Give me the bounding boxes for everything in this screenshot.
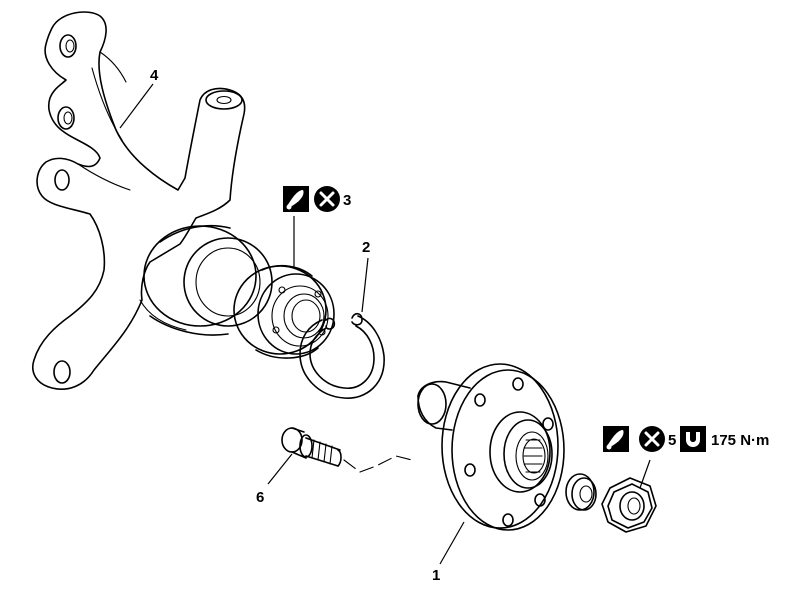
wheel-bearing xyxy=(233,264,335,359)
nut-spec-number: 5 xyxy=(668,432,676,449)
grease-icon xyxy=(283,186,309,212)
leader-line-1 xyxy=(439,521,465,565)
leader-line-5 xyxy=(639,459,651,489)
stud-insertion-line xyxy=(343,455,413,473)
callout-hub: 1 xyxy=(432,567,440,584)
circlip xyxy=(299,312,385,399)
do-not-reuse-icon xyxy=(639,426,665,452)
washer xyxy=(565,473,597,511)
hub-nut xyxy=(601,477,657,533)
leader-line-6 xyxy=(267,453,293,485)
bearing-spec-number: 3 xyxy=(343,192,351,209)
bearing-spec-group: 3 xyxy=(283,186,351,212)
wheel-hub xyxy=(417,363,565,531)
leader-line-4 xyxy=(119,83,154,129)
callout-circlip: 2 xyxy=(362,239,370,256)
grease-icon xyxy=(603,426,629,452)
callout-wheel-stud: 6 xyxy=(256,489,264,506)
leader-line-2 xyxy=(361,257,369,313)
wheel-stud xyxy=(281,427,342,467)
callout-knuckle: 4 xyxy=(150,67,159,84)
torque-value: 175 N·m xyxy=(711,432,769,449)
torque-wrench-icon xyxy=(680,426,706,452)
do-not-reuse-icon xyxy=(314,186,340,212)
nut-spec-group: 5 175 N·m xyxy=(603,426,769,452)
